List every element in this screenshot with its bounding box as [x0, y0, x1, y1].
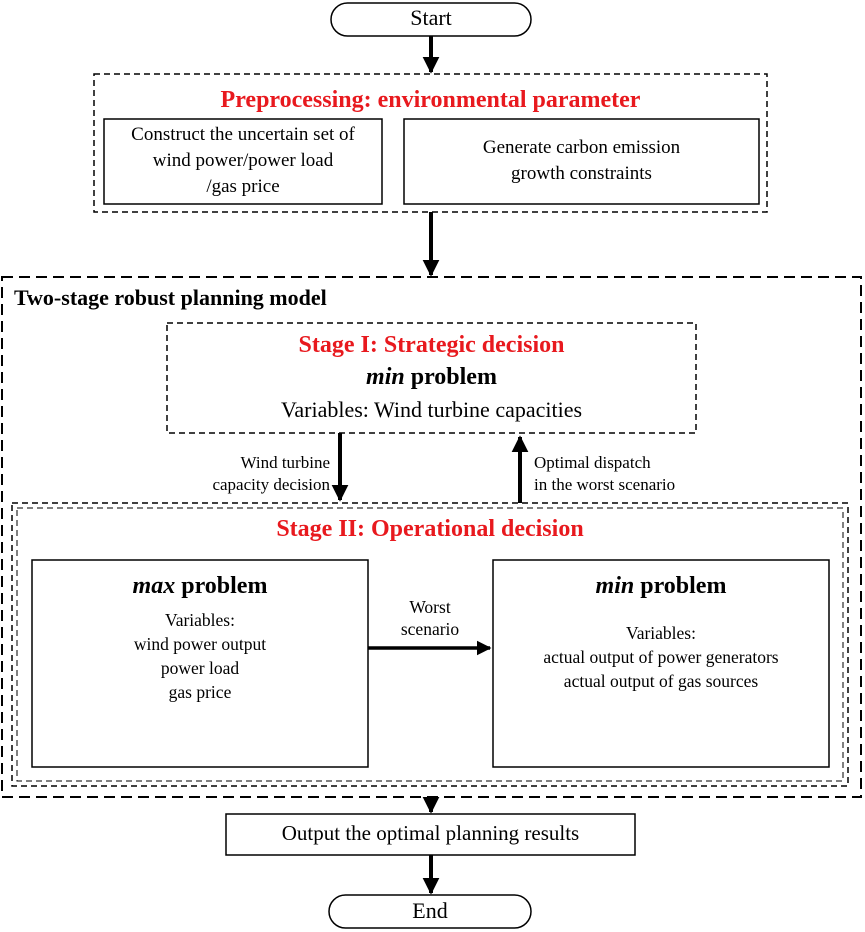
capacity-decision-line-1: Wind turbine — [240, 453, 331, 472]
carbon-line-1: Generate carbon emission — [482, 137, 681, 158]
max-var-line-1: Variables: — [165, 610, 235, 630]
uncertain-set-line-1: Construct the uncertain set of — [131, 124, 355, 145]
max-var-line-2: wind power output — [133, 634, 267, 654]
min-problem-variables: Variables: actual output of power genera… — [493, 621, 829, 693]
uncertain-set-text: Construct the uncertain set of wind powe… — [104, 122, 382, 200]
worst-scenario-line-2: scenario — [400, 619, 460, 639]
max-problem-box — [31, 559, 369, 768]
carbon-constraints-text: Generate carbon emission growth constrai… — [404, 135, 759, 187]
optimal-dispatch-line-1: Optimal dispatch — [534, 453, 651, 472]
uncertain-set-line-2: wind power/power load — [152, 150, 334, 171]
optimal-dispatch-label: Optimal dispatch in the worst scenario — [534, 452, 734, 496]
max-problem-rest: problem — [175, 573, 268, 599]
min-problem-box — [492, 559, 830, 768]
model-title: Two-stage robust planning model — [14, 285, 327, 310]
worst-scenario-line-1: Worst — [409, 597, 451, 617]
max-problem-title: max problem — [32, 572, 368, 600]
start-label: Start — [410, 5, 452, 30]
output-box — [225, 813, 636, 856]
preprocessing-container — [93, 73, 768, 213]
carbon-constraints-box — [403, 118, 760, 205]
uncertain-set-box — [103, 118, 383, 205]
optimal-dispatch-line-2: in the worst scenario — [534, 475, 676, 494]
output-label: Output the optimal planning results — [281, 821, 580, 845]
uncertain-set-line-3: /gas price — [206, 176, 280, 197]
stage2-title: Stage II: Operational decision — [276, 516, 584, 542]
min-var-line-1: Variables: — [626, 623, 696, 643]
stage1-problem: min problem — [167, 363, 696, 391]
stage2-box-inner — [16, 507, 844, 782]
max-var-line-3: power load — [160, 658, 240, 678]
max-var-line-4: gas price — [168, 682, 232, 702]
min-problem-title: min problem — [493, 572, 829, 600]
stage1-box — [166, 322, 697, 434]
stage1-problem-rest: problem — [404, 364, 497, 390]
min-var-line-3: actual output of gas sources — [563, 671, 759, 691]
max-problem-variables: Variables: wind power output power load … — [32, 608, 368, 704]
capacity-decision-line-2: capacity decision — [212, 475, 330, 494]
min-problem-rest: problem — [634, 573, 727, 599]
carbon-line-2: growth constraints — [511, 163, 652, 184]
stage1-problem-italic: min — [366, 364, 405, 390]
capacity-decision-label: Wind turbine capacity decision — [150, 452, 330, 496]
end-terminal — [328, 894, 532, 929]
min-problem-italic: min — [595, 573, 635, 599]
stage1-variables: Variables: Wind turbine capacities — [280, 397, 583, 422]
worst-scenario-label: Worst scenario — [372, 596, 488, 640]
max-problem-italic: max — [132, 573, 176, 599]
preprocessing-title: Preprocessing: environmental parameter — [220, 87, 641, 113]
end-label: End — [412, 898, 448, 923]
min-var-line-2: actual output of power generators — [543, 647, 779, 667]
stage1-title: Stage I: Strategic decision — [298, 332, 565, 358]
